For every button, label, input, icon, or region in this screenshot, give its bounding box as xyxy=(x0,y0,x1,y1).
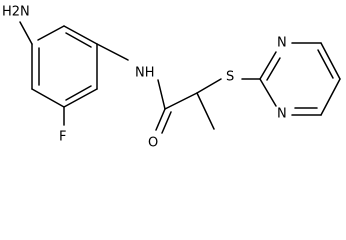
ring-bond-c2-c3-inner xyxy=(65,32,92,48)
bond-amide-n-to-carbonyl xyxy=(157,79,166,110)
sulfur-label: S xyxy=(226,70,234,85)
benzene-ring xyxy=(31,25,98,108)
amine-label: H2N xyxy=(2,5,30,20)
pyr-bond-c2-n1-inner xyxy=(266,57,281,81)
pyr-bond-c6-c5 xyxy=(320,42,341,80)
pyr-bond-c6-c5-inner xyxy=(317,49,334,79)
ring-bond-c2-c3 xyxy=(63,25,98,45)
ring-bond-c5-c6 xyxy=(31,88,65,108)
carbonyl-oxygen-label: O xyxy=(148,136,158,151)
fluorine-label: F xyxy=(59,130,66,145)
bond-ring-to-amine xyxy=(19,21,33,45)
ring-bond-c1-c2 xyxy=(37,25,65,41)
bond-carbonyl-c-o-1 xyxy=(155,108,166,131)
chemical-structure-diagram: H2N NH F O S N N xyxy=(2,5,341,151)
bond-alpha-c-to-sulfur xyxy=(196,78,222,94)
ring-bond-c4-c5 xyxy=(63,88,98,108)
pyrimidine-n-lower-label: N xyxy=(277,107,287,122)
pyrimidine-n-upper-label: N xyxy=(277,36,287,51)
pyrimidine-ring xyxy=(259,42,341,116)
pyr-bond-c5-c4 xyxy=(320,78,341,116)
bond-carbonyl-c-o-2 xyxy=(161,111,172,134)
amide-nh-label: NH xyxy=(135,66,155,81)
ring-bond-c4-c5-inner xyxy=(65,85,92,101)
pyr-bond-n3-c2 xyxy=(259,78,277,107)
bond-alpha-c-to-methyl xyxy=(196,92,215,130)
pyr-bond-c2-n1 xyxy=(259,51,277,80)
bond-carbonyl-to-alpha-c xyxy=(164,92,198,110)
bond-ring-to-amide-n xyxy=(96,43,129,61)
